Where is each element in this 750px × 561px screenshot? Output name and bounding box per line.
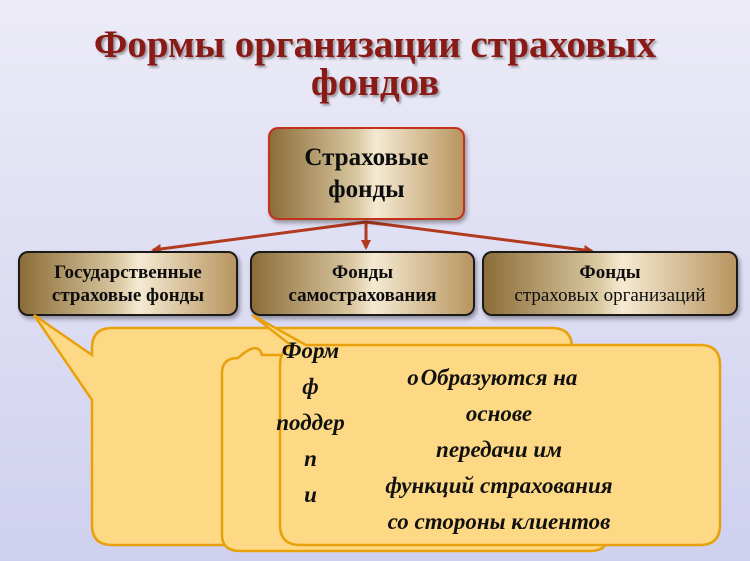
callout1-line-6: и (304, 482, 317, 507)
org-funds-line-1: Фонды (579, 261, 641, 283)
callout-text-2: о (223, 360, 603, 545)
org-funds-line-2: страховых организаций (514, 284, 706, 306)
callout1-line-3: поддер (276, 410, 345, 435)
callout3-line-3: передачи им (436, 437, 562, 462)
callout-text-3: Образуются на основе передачи им функций… (283, 360, 715, 540)
arrow-to-state-funds (151, 220, 367, 254)
state-funds-line-2: страховые фонды (51, 284, 205, 306)
callout3-line-5: со стороны клиентов (387, 509, 611, 534)
callout1-line-2: ф (302, 374, 319, 399)
callout3-line-2: основе (465, 401, 533, 426)
callout-text-1: Форм ф поддер п и (83, 333, 538, 543)
callout1-line-5: п (304, 446, 317, 471)
state-funds-line-1: Государственные (54, 261, 202, 283)
slide-title: Формы организации страховых фондов (0, 23, 750, 104)
self-insurance-line-2: самострахования (288, 284, 437, 306)
arrow-to-insurance-orgs (365, 220, 594, 255)
callout3-line-1: Образуются на (420, 365, 578, 390)
box-insurance-organization-funds: Фонды страховых организаций (482, 251, 738, 316)
title-line-2: фондов (310, 61, 440, 104)
callout3-line-4: функций страхования (385, 473, 613, 498)
callout1-line-1: Форм (281, 338, 340, 363)
box-self-insurance-funds: Фонды самострахования (250, 251, 475, 316)
self-insurance-line-1: Фонды (331, 261, 394, 283)
callout-bubble-3 (251, 313, 722, 547)
box-state-insurance-funds: Государственные страховые фонды (18, 251, 238, 316)
root-line-1: Страховые (304, 143, 429, 171)
root-line-2: фонды (328, 175, 405, 203)
callout2-line-4: о (407, 365, 419, 390)
title-line-1: Формы организации страховых (93, 23, 657, 66)
root-box-insurance-funds: Страховые фонды (268, 127, 465, 220)
